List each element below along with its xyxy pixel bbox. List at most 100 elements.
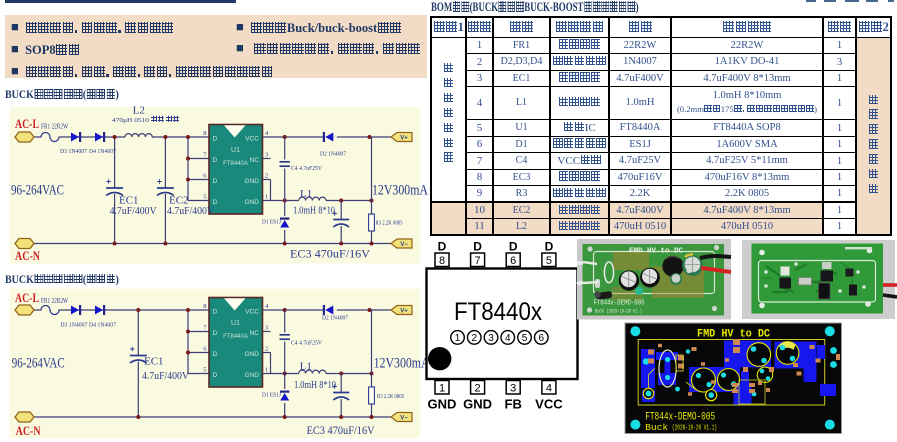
svg-text:L1: L1 [300, 188, 312, 200]
svg-text:1: 1 [265, 194, 268, 201]
svg-text:D: D [213, 308, 218, 315]
svg-text:D3 1N4007: D3 1N4007 [60, 148, 88, 155]
svg-text:R3 2.2K 0805: R3 2.2K 0805 [377, 394, 404, 400]
svg-text:D3 1N4007: D3 1N4007 [60, 322, 88, 329]
svg-text:470μH 0510: 470μH 0510 [112, 117, 149, 124]
svg-text:D: D [213, 135, 218, 142]
svg-text:GND: GND [245, 372, 260, 379]
svg-text:5: 5 [522, 333, 528, 344]
svg-text:FR1 22R2W: FR1 22R2W [41, 123, 68, 131]
svg-text:V−: V− [400, 416, 408, 422]
svg-text:AC-N: AC-N [16, 424, 41, 438]
svg-text:FMD HV to DC: FMD HV to DC [629, 248, 683, 256]
svg-text:7: 7 [203, 325, 207, 332]
svg-text:3: 3 [265, 152, 268, 159]
svg-text:D: D [213, 178, 218, 185]
svg-text:NC: NC [250, 330, 260, 337]
svg-text:GND: GND [463, 397, 492, 412]
svg-text:2: 2 [265, 346, 268, 353]
svg-text:4.7uF/400V: 4.7uF/400V [167, 205, 214, 217]
svg-text:VCC: VCC [245, 308, 259, 315]
svg-text:D1 ES1J: D1 ES1J [262, 393, 282, 399]
svg-text:96-264VAC: 96-264VAC [11, 183, 64, 199]
svg-text:EC3 470uF/16V: EC3 470uF/16V [290, 249, 371, 261]
svg-text:3: 3 [510, 382, 516, 394]
svg-text:4: 4 [265, 303, 269, 310]
svg-text:VCC: VCC [245, 135, 259, 142]
svg-text:6: 6 [510, 255, 516, 267]
svg-text:2: 2 [475, 382, 481, 394]
svg-text:D2 1N4007: D2 1N4007 [322, 315, 349, 322]
svg-text:2: 2 [265, 173, 268, 180]
svg-text:FT8440A: FT8440A [223, 334, 248, 340]
svg-text:D: D [213, 351, 218, 358]
svg-text:C4 4.7uF25V: C4 4.7uF25V [291, 165, 322, 172]
svg-text:4: 4 [265, 130, 269, 137]
svg-text:D: D [509, 240, 518, 254]
svg-text:D: D [473, 240, 482, 254]
svg-text:FMD HV to DC: FMD HV to DC [697, 329, 770, 341]
svg-text:Buck: Buck [645, 422, 668, 433]
svg-text:VCC: VCC [535, 397, 563, 412]
svg-text:C4 4.7uF25V: C4 4.7uF25V [291, 340, 322, 347]
svg-text:6: 6 [203, 173, 207, 180]
svg-text:GND: GND [245, 199, 260, 206]
svg-text:V−: V− [400, 242, 408, 248]
svg-text:3: 3 [265, 325, 268, 332]
svg-text:D2 1N4007: D2 1N4007 [320, 151, 347, 158]
svg-text:12V300mA: 12V300mA [372, 183, 428, 199]
svg-text:1.0mH 8*10: 1.0mH 8*10 [293, 205, 335, 217]
svg-text:6: 6 [539, 333, 545, 344]
svg-text:EC3 470uF/16V: EC3 470uF/16V [307, 425, 376, 437]
svg-text:D1 ES1J: D1 ES1J [262, 220, 282, 226]
svg-text:8: 8 [439, 255, 445, 267]
svg-text:D: D [213, 157, 218, 164]
svg-text:FT8440x: FT8440x [454, 298, 542, 326]
svg-text:FT844x-DEMO-005: FT844x-DEMO-005 [645, 412, 715, 424]
svg-text:GND: GND [245, 351, 260, 358]
svg-text:L1: L1 [300, 361, 312, 373]
svg-text:(2020-10-20 V1.1): (2020-10-20 V1.1) [672, 425, 717, 433]
svg-text:D4 1N4007: D4 1N4007 [89, 148, 117, 155]
svg-text:AC-N: AC-N [15, 249, 40, 263]
svg-text:GND: GND [428, 397, 457, 412]
svg-text:R3 2.2K 0805: R3 2.2K 0805 [376, 221, 403, 227]
svg-text:5: 5 [546, 255, 552, 267]
svg-text:7: 7 [475, 255, 481, 267]
svg-text:1.0mH 8*10: 1.0mH 8*10 [294, 379, 336, 391]
svg-text:6: 6 [203, 346, 207, 353]
svg-text:AC-L: AC-L [15, 117, 39, 131]
svg-text:4.7uF/400V: 4.7uF/400V [142, 370, 189, 382]
svg-text:AC-L: AC-L [15, 291, 39, 305]
svg-text:V+: V+ [400, 309, 408, 315]
svg-text:4.7uF/400V: 4.7uF/400V [110, 205, 157, 217]
svg-text:2: 2 [471, 333, 477, 344]
svg-text:1: 1 [265, 367, 268, 374]
svg-text:8: 8 [203, 303, 206, 310]
svg-text:FR1 22R2W: FR1 22R2W [41, 297, 68, 305]
svg-text:7: 7 [203, 152, 207, 159]
svg-text:D: D [545, 240, 554, 254]
svg-text:4: 4 [546, 382, 552, 394]
svg-text:EC1: EC1 [144, 356, 164, 368]
svg-text:EC2: EC2 [169, 195, 189, 207]
svg-text:D: D [438, 240, 447, 254]
svg-text:1: 1 [455, 333, 461, 344]
svg-text:96-264VAC: 96-264VAC [12, 356, 65, 372]
svg-text:U1: U1 [231, 320, 240, 327]
svg-text:1: 1 [439, 382, 445, 394]
svg-text:V+: V+ [400, 136, 408, 142]
svg-text:U1: U1 [231, 147, 240, 154]
svg-text:D: D [213, 199, 218, 206]
svg-text:Buck (2020-10-20 V1.): Buck (2020-10-20 V1.) [595, 309, 642, 315]
svg-text:D: D [213, 330, 218, 337]
svg-text:FT8440A: FT8440A [223, 161, 248, 167]
svg-text:12V300mA: 12V300mA [374, 356, 430, 372]
svg-text:NC: NC [250, 157, 260, 164]
svg-text:3: 3 [488, 333, 494, 344]
svg-text:FB: FB [505, 397, 522, 412]
svg-text:EC1: EC1 [119, 195, 139, 207]
svg-text:D4 1N4007: D4 1N4007 [89, 322, 117, 329]
svg-text:5: 5 [203, 194, 206, 201]
svg-text:8: 8 [203, 130, 206, 137]
